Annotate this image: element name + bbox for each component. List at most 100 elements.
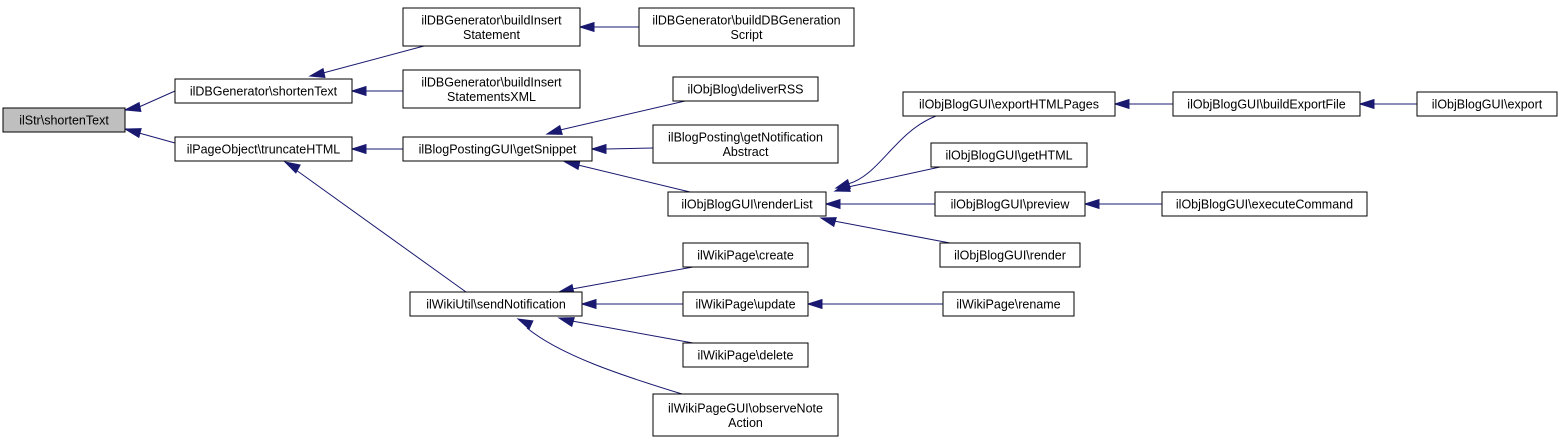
edge-line <box>847 166 941 188</box>
node-n7[interactable]: ilWikiUtil\sendNotification <box>409 291 583 317</box>
edge-n13-to-n10 <box>824 198 935 210</box>
node-box <box>402 136 593 162</box>
node-label: ilWikiPage\update <box>695 298 795 312</box>
node-label: ilPageObject\truncateHTML <box>187 143 341 157</box>
edge-arrowhead <box>123 128 142 139</box>
node-box <box>682 291 809 317</box>
edge-arrowhead <box>545 124 563 135</box>
node-n8[interactable]: ilObjBlog\deliverRSS <box>672 76 819 102</box>
edge-line <box>295 169 467 293</box>
node-n20[interactable]: ilWikiPage\delete <box>682 342 809 368</box>
node-box <box>942 291 1075 317</box>
node-n2[interactable]: ilPageObject\truncateHTML <box>174 136 353 162</box>
edge-n21-to-n7 <box>516 318 683 395</box>
edge-arrowhead <box>1358 98 1375 110</box>
edge-arrowhead <box>308 67 326 78</box>
node-n10[interactable]: ilObjBlogGUI\renderList <box>667 191 827 217</box>
node-n19[interactable]: ilWikiPage\update <box>682 291 809 317</box>
edge-arrowhead <box>123 101 142 112</box>
node-label: ilWikiPage\rename <box>956 298 1060 312</box>
node-box <box>402 69 581 109</box>
edge-arrowhead <box>590 143 607 155</box>
node-label: ilWikiPage\delete <box>698 349 794 363</box>
edge-n11-to-n10 <box>834 115 937 189</box>
node-box <box>638 7 855 47</box>
edge-line <box>847 115 937 185</box>
node-box <box>409 291 583 317</box>
node-box <box>934 191 1086 217</box>
node-box <box>1416 91 1558 117</box>
node-box <box>930 142 1088 168</box>
node-n22[interactable]: ilWikiPage\rename <box>942 291 1075 317</box>
node-label: ilStr\shortenText <box>19 114 109 128</box>
node-box <box>1161 191 1368 217</box>
node-n16[interactable]: ilObjBlogGUI\export <box>1416 91 1558 117</box>
edge-line <box>571 266 694 290</box>
edge-arrowhead <box>1083 198 1100 210</box>
edge-line <box>138 132 176 144</box>
edge-n16-to-n15 <box>1358 98 1417 110</box>
edge-n8-to-n6 <box>545 100 686 135</box>
edge-arrowhead <box>350 85 367 97</box>
node-label: ilDBGenerator\buildInsert <box>421 75 562 89</box>
edge-arrowhead <box>819 217 837 228</box>
node-label: ilObjBlogGUI\buildExportFile <box>1187 98 1345 112</box>
node-label: ilObjBlogGUI\exportHTMLPages <box>919 98 1099 112</box>
node-n13[interactable]: ilObjBlogGUI\preview <box>934 191 1086 217</box>
edge-n12-to-n10 <box>833 166 941 192</box>
node-box <box>174 78 353 104</box>
node-n15[interactable]: ilObjBlogGUI\buildExportFile <box>1172 91 1361 117</box>
node-label: Script <box>731 28 763 42</box>
edge-line <box>571 320 694 344</box>
node-label: ilObjBlogGUI\getHTML <box>945 149 1072 163</box>
node-label: ilWikiPageGUI\observeNote <box>668 401 823 415</box>
edge-arrowhead <box>350 143 367 155</box>
node-label: StatementsXML <box>447 90 536 104</box>
node-box <box>174 136 353 162</box>
edge-n4-to-n1 <box>350 85 403 97</box>
edge-arrowhead <box>824 198 841 210</box>
node-n17[interactable]: ilObjBlogGUI\executeCommand <box>1161 191 1368 217</box>
edge-n5-to-n3 <box>578 21 639 33</box>
node-label: Action <box>728 416 763 430</box>
edge-n19-to-n7 <box>580 298 683 310</box>
node-n12[interactable]: ilObjBlogGUI\getHTML <box>930 142 1088 168</box>
edge-n22-to-n19 <box>806 298 943 310</box>
edge-n3-to-n1 <box>308 45 425 78</box>
node-label: ilObjBlogGUI\render <box>954 249 1066 263</box>
node-n6[interactable]: ilBlogPostingGUI\getSnippet <box>402 136 593 162</box>
edge-arrowhead <box>557 317 575 328</box>
edge-arrowhead <box>283 161 301 174</box>
edge-line <box>138 90 176 108</box>
edge-line <box>559 100 686 131</box>
node-n1[interactable]: ilDBGenerator\shortenText <box>174 78 353 104</box>
node-label: Abstract <box>723 145 769 159</box>
node-box <box>652 124 839 164</box>
edge-n14-to-n10 <box>819 217 951 244</box>
node-label: ilObjBlogGUI\export <box>1432 98 1543 112</box>
node-box <box>682 242 809 268</box>
node-n18[interactable]: ilWikiPage\create <box>682 242 809 268</box>
edge-arrowhead <box>516 318 534 330</box>
edge-line <box>605 147 654 150</box>
node-n14[interactable]: ilObjBlogGUI\render <box>939 242 1081 268</box>
edge-n18-to-n7 <box>557 266 694 294</box>
node-label: Statement <box>463 28 521 42</box>
edge-n6-to-n2 <box>350 143 403 155</box>
nodes-layer: ilStr\shortenText ilDBGenerator\shortenTe… <box>2 7 1558 437</box>
node-label: ilObjBlog\deliverRSS <box>687 83 803 97</box>
node-n0[interactable]: ilStr\shortenText <box>2 107 126 133</box>
edge-line <box>833 220 951 244</box>
edge-arrowhead <box>578 21 595 33</box>
node-n11[interactable]: ilObjBlogGUI\exportHTMLPages <box>902 91 1116 117</box>
edge-arrowhead <box>833 181 851 192</box>
edge-n15-to-n11 <box>1113 98 1173 110</box>
node-label: ilWikiPage\create <box>697 249 794 263</box>
node-box <box>402 7 581 47</box>
